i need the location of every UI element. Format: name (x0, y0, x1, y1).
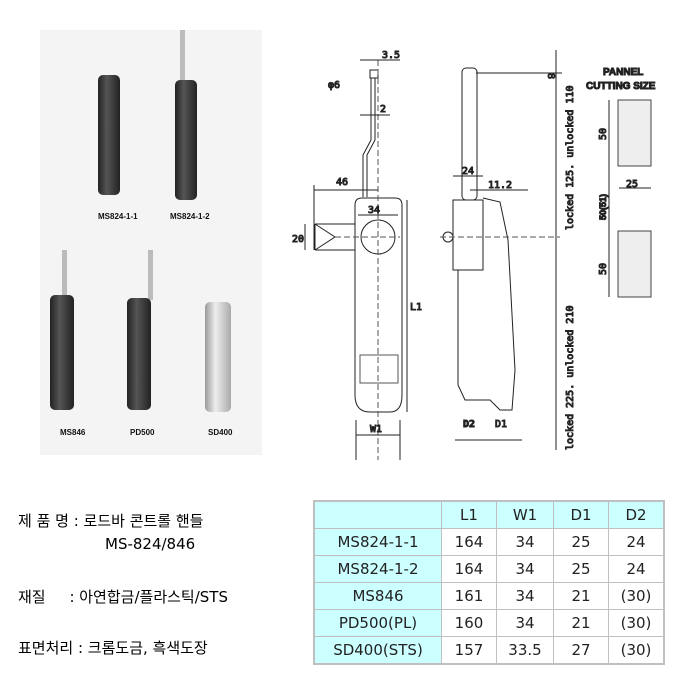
dim-lower-stroke: locked 225. unlocked 210 (565, 306, 576, 451)
dim-upper-stroke: locked 125. unlocked 110 (565, 86, 576, 231)
panel-cutout-bottom (617, 230, 652, 298)
model-cell: MS824-1-1 (313, 528, 442, 556)
cell: 160 (441, 609, 497, 637)
cell: 33.5 (496, 636, 554, 665)
technical-drawing: 3.5 φ6 2 46 34 20 L1 W1 24 11.2 D2 D1 8 … (292, 50, 656, 460)
model-cell: MS846 (313, 582, 442, 610)
caption-pd500: PD500 (130, 428, 155, 437)
cell: 164 (441, 528, 497, 556)
cell: 34 (496, 609, 554, 637)
cell: 24 (608, 528, 665, 556)
front-view-rod (362, 77, 376, 197)
product-name: 제 품 명 : 로드바 콘트롤 핸들 (18, 512, 204, 530)
rod-image (180, 30, 185, 100)
dim-w1: W1 (370, 424, 382, 435)
cell: 27 (553, 636, 609, 665)
model-cell: SD400(STS) (313, 636, 442, 665)
dim-d1: D1 (495, 419, 507, 430)
cell: (30) (608, 636, 665, 665)
cell: 34 (496, 555, 554, 583)
header-cell: D1 (553, 500, 609, 529)
cell: 157 (441, 636, 497, 665)
dim-34: 34 (368, 205, 380, 216)
header-cell: L1 (441, 500, 497, 529)
product-image-pd500 (127, 298, 151, 410)
panel-gap: 50(51) (598, 194, 608, 220)
model-cell: MS824-1-2 (313, 555, 442, 583)
product-image-sd400 (205, 302, 231, 412)
dim-l1: L1 (410, 302, 422, 313)
side-view-body (452, 199, 484, 271)
rod-pin (369, 69, 379, 79)
panel-title-1: PANNEL (603, 67, 643, 78)
front-view-lever (314, 223, 355, 251)
header-cell (313, 500, 442, 529)
cell: 34 (496, 528, 554, 556)
cell: (30) (608, 582, 665, 610)
panel-height-top: 50 (598, 128, 609, 140)
dim-3-5: 3.5 (382, 50, 400, 61)
cell: 25 (553, 555, 609, 583)
product-image-ms824-1-2 (175, 80, 197, 200)
dim-8: 8 (545, 73, 556, 79)
cell: 161 (441, 582, 497, 610)
cell: 164 (441, 555, 497, 583)
panel-height-bottom: 50 (598, 263, 609, 275)
grip-ridges (359, 354, 399, 384)
caption-sd400: SD400 (208, 428, 233, 437)
cell: 34 (496, 582, 554, 610)
dim-24: 24 (462, 166, 474, 177)
header-cell: D2 (608, 500, 665, 529)
product-material: 재질 : 아연합금/플라스틱/STS (18, 588, 228, 606)
product-photos: MS824-1-1 MS824-1-2 MS846 PD500 SD400 (40, 30, 262, 455)
rod-image (148, 250, 153, 300)
dim-d2: D2 (463, 419, 475, 430)
table-header-row: L1 W1 D1 D2 (313, 500, 665, 529)
dim-20: 20 (292, 234, 304, 245)
panel-width: 25 (626, 179, 638, 190)
caption-ms824-1-2: MS824-1-2 (170, 212, 210, 221)
dim-phi6: φ6 (328, 80, 340, 91)
caption-ms846: MS846 (60, 428, 86, 437)
header-cell: W1 (496, 500, 554, 529)
cell: 21 (553, 609, 609, 637)
cell: 25 (553, 528, 609, 556)
caption-ms824-1-1: MS824-1-1 (98, 212, 138, 221)
cell: (30) (608, 609, 665, 637)
cell: 24 (608, 555, 665, 583)
model-cell: PD500(PL) (313, 609, 442, 637)
front-view-body (354, 197, 403, 413)
side-view-rod (461, 67, 478, 201)
panel-cutout-top (617, 99, 652, 167)
product-finish: 표면처리 : 크롬도금, 흑색도장 (18, 639, 208, 657)
product-model: MS-824/846 (105, 535, 196, 553)
product-image-ms846 (50, 295, 74, 410)
dim-2: 2 (380, 104, 386, 115)
rod-image (62, 250, 67, 300)
panel-title-2: CUTTING SIZE (586, 81, 656, 92)
product-image-ms824-1-1 (98, 75, 120, 195)
side-view-handle (457, 197, 516, 411)
dim-11-2: 11.2 (488, 180, 512, 191)
cell: 21 (553, 582, 609, 610)
dim-46: 46 (336, 177, 348, 188)
